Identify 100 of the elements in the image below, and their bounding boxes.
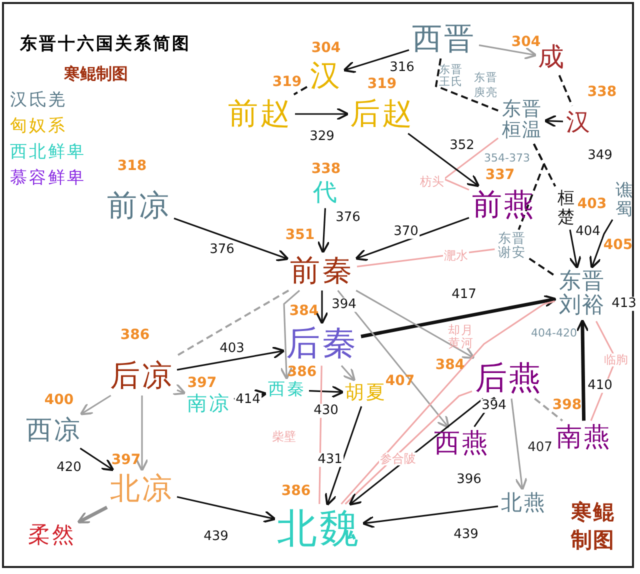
legend-entry: 西北鲜卑 [10,141,86,163]
edge-label: 404 [574,224,602,240]
battle-line [344,390,472,505]
edge-label: 431 [316,452,344,468]
arrow [568,230,582,269]
arrow [340,365,356,382]
credit-text: 寒鲲制图 [64,64,128,85]
edge-label: 394 [330,298,358,312]
state-name: 西晋 [412,22,476,56]
arrow [337,290,450,429]
legend-entry: 慕容鲜卑 [10,167,86,189]
annotation: 东晋庾亮 [474,70,498,100]
year-label: 304 [511,34,541,50]
state-name: 前赵 [228,98,292,130]
state-name: 后凉 [110,360,174,392]
year-label: 386 [287,364,317,380]
state-name: 东晋桓温 [501,99,543,141]
arrow [316,290,328,324]
state-name: 南燕 [556,424,612,452]
arrow [280,290,300,380]
state-name: 谯蜀 [616,181,632,219]
year-label: 386 [281,483,311,499]
state-name: 东晋谢安 [498,232,526,262]
year-label: 407 [385,373,415,389]
connector-line [533,143,556,187]
state-name: 后燕 [475,360,543,396]
credit-text: 寒鲲制图 [570,499,616,554]
connector-line [558,74,574,106]
edge-label: 参合陂 [379,452,417,466]
edge-label: 临朐 [603,353,629,367]
edge-label: 430 [312,404,340,418]
connector-line [174,290,290,358]
year-label: 400 [44,392,74,408]
year-label: 319 [272,74,302,90]
connector-line [528,258,556,277]
arrow [576,319,590,421]
state-name: 前凉 [107,190,171,222]
state-name: 东晋刘裕 [558,270,606,318]
state-name: 桓楚 [558,189,574,227]
state-name: 北魏 [277,507,361,551]
arrow [176,496,276,523]
arrow [356,290,475,359]
edge-label: 413 [610,296,638,312]
state-name: 柔然 [28,524,76,548]
arrow [362,506,498,528]
connector-line [534,398,564,422]
year-label: 338 [587,84,617,100]
arrow [408,132,480,188]
arrow [342,49,410,74]
year-label: 405 [603,237,633,253]
year-label: 384 [289,303,319,319]
edge-label: 410 [586,378,614,394]
state-name: 西燕 [434,430,490,458]
year-label: 338 [311,161,341,177]
arrow [317,208,330,254]
edge-label: 东晋王氏 [438,64,464,88]
arrow [77,506,108,524]
state-name: 北凉 [110,472,174,506]
legend-entry: 匈奴系 [10,115,67,137]
year-label: 386 [120,327,150,343]
edge-label: 394 [480,398,508,414]
state-name: 北燕 [501,491,547,515]
arrow [174,218,290,262]
year-range: 354-373 [484,152,530,164]
state-name: 西凉 [26,416,82,446]
state-name: 代 [313,178,339,206]
arrow [136,396,148,472]
connector-line [434,58,498,112]
edge-label: 枋头 [419,175,445,189]
year-label: 304 [311,40,341,56]
year-label: 398 [552,397,582,413]
arrow [308,385,344,398]
connector-line [293,86,308,96]
arrow [360,294,557,338]
year-label: 403 [577,196,607,212]
state-name: 后秦 [286,325,358,363]
year-range: 404-420 [531,326,577,340]
state-name: 后赵 [350,98,414,130]
arrow [295,108,350,120]
state-name: 前秦 [290,254,354,288]
edge-label: 却月黄河 [447,324,475,350]
arrow [544,114,564,128]
year-label: 337 [485,167,515,183]
arrow [348,398,484,506]
arrow [172,383,186,396]
title: 东晋十六国关系简图 [20,33,191,55]
arrow [80,448,114,472]
arrow [510,398,528,491]
year-label: 319 [367,76,397,92]
legend-entry: 汉氐羌 [10,89,67,111]
state-name: 前燕 [472,188,536,222]
edge-label: 柴壁 [271,430,297,444]
edge-label: 淝水 [443,249,469,263]
state-name: 南凉 [187,392,231,414]
arrow [324,406,362,506]
state-name: 西秦 [268,380,306,400]
edge-label: 370 [392,224,420,240]
state-name: 汉 [310,60,342,92]
arrow [354,216,470,262]
year-label: 351 [285,227,315,243]
